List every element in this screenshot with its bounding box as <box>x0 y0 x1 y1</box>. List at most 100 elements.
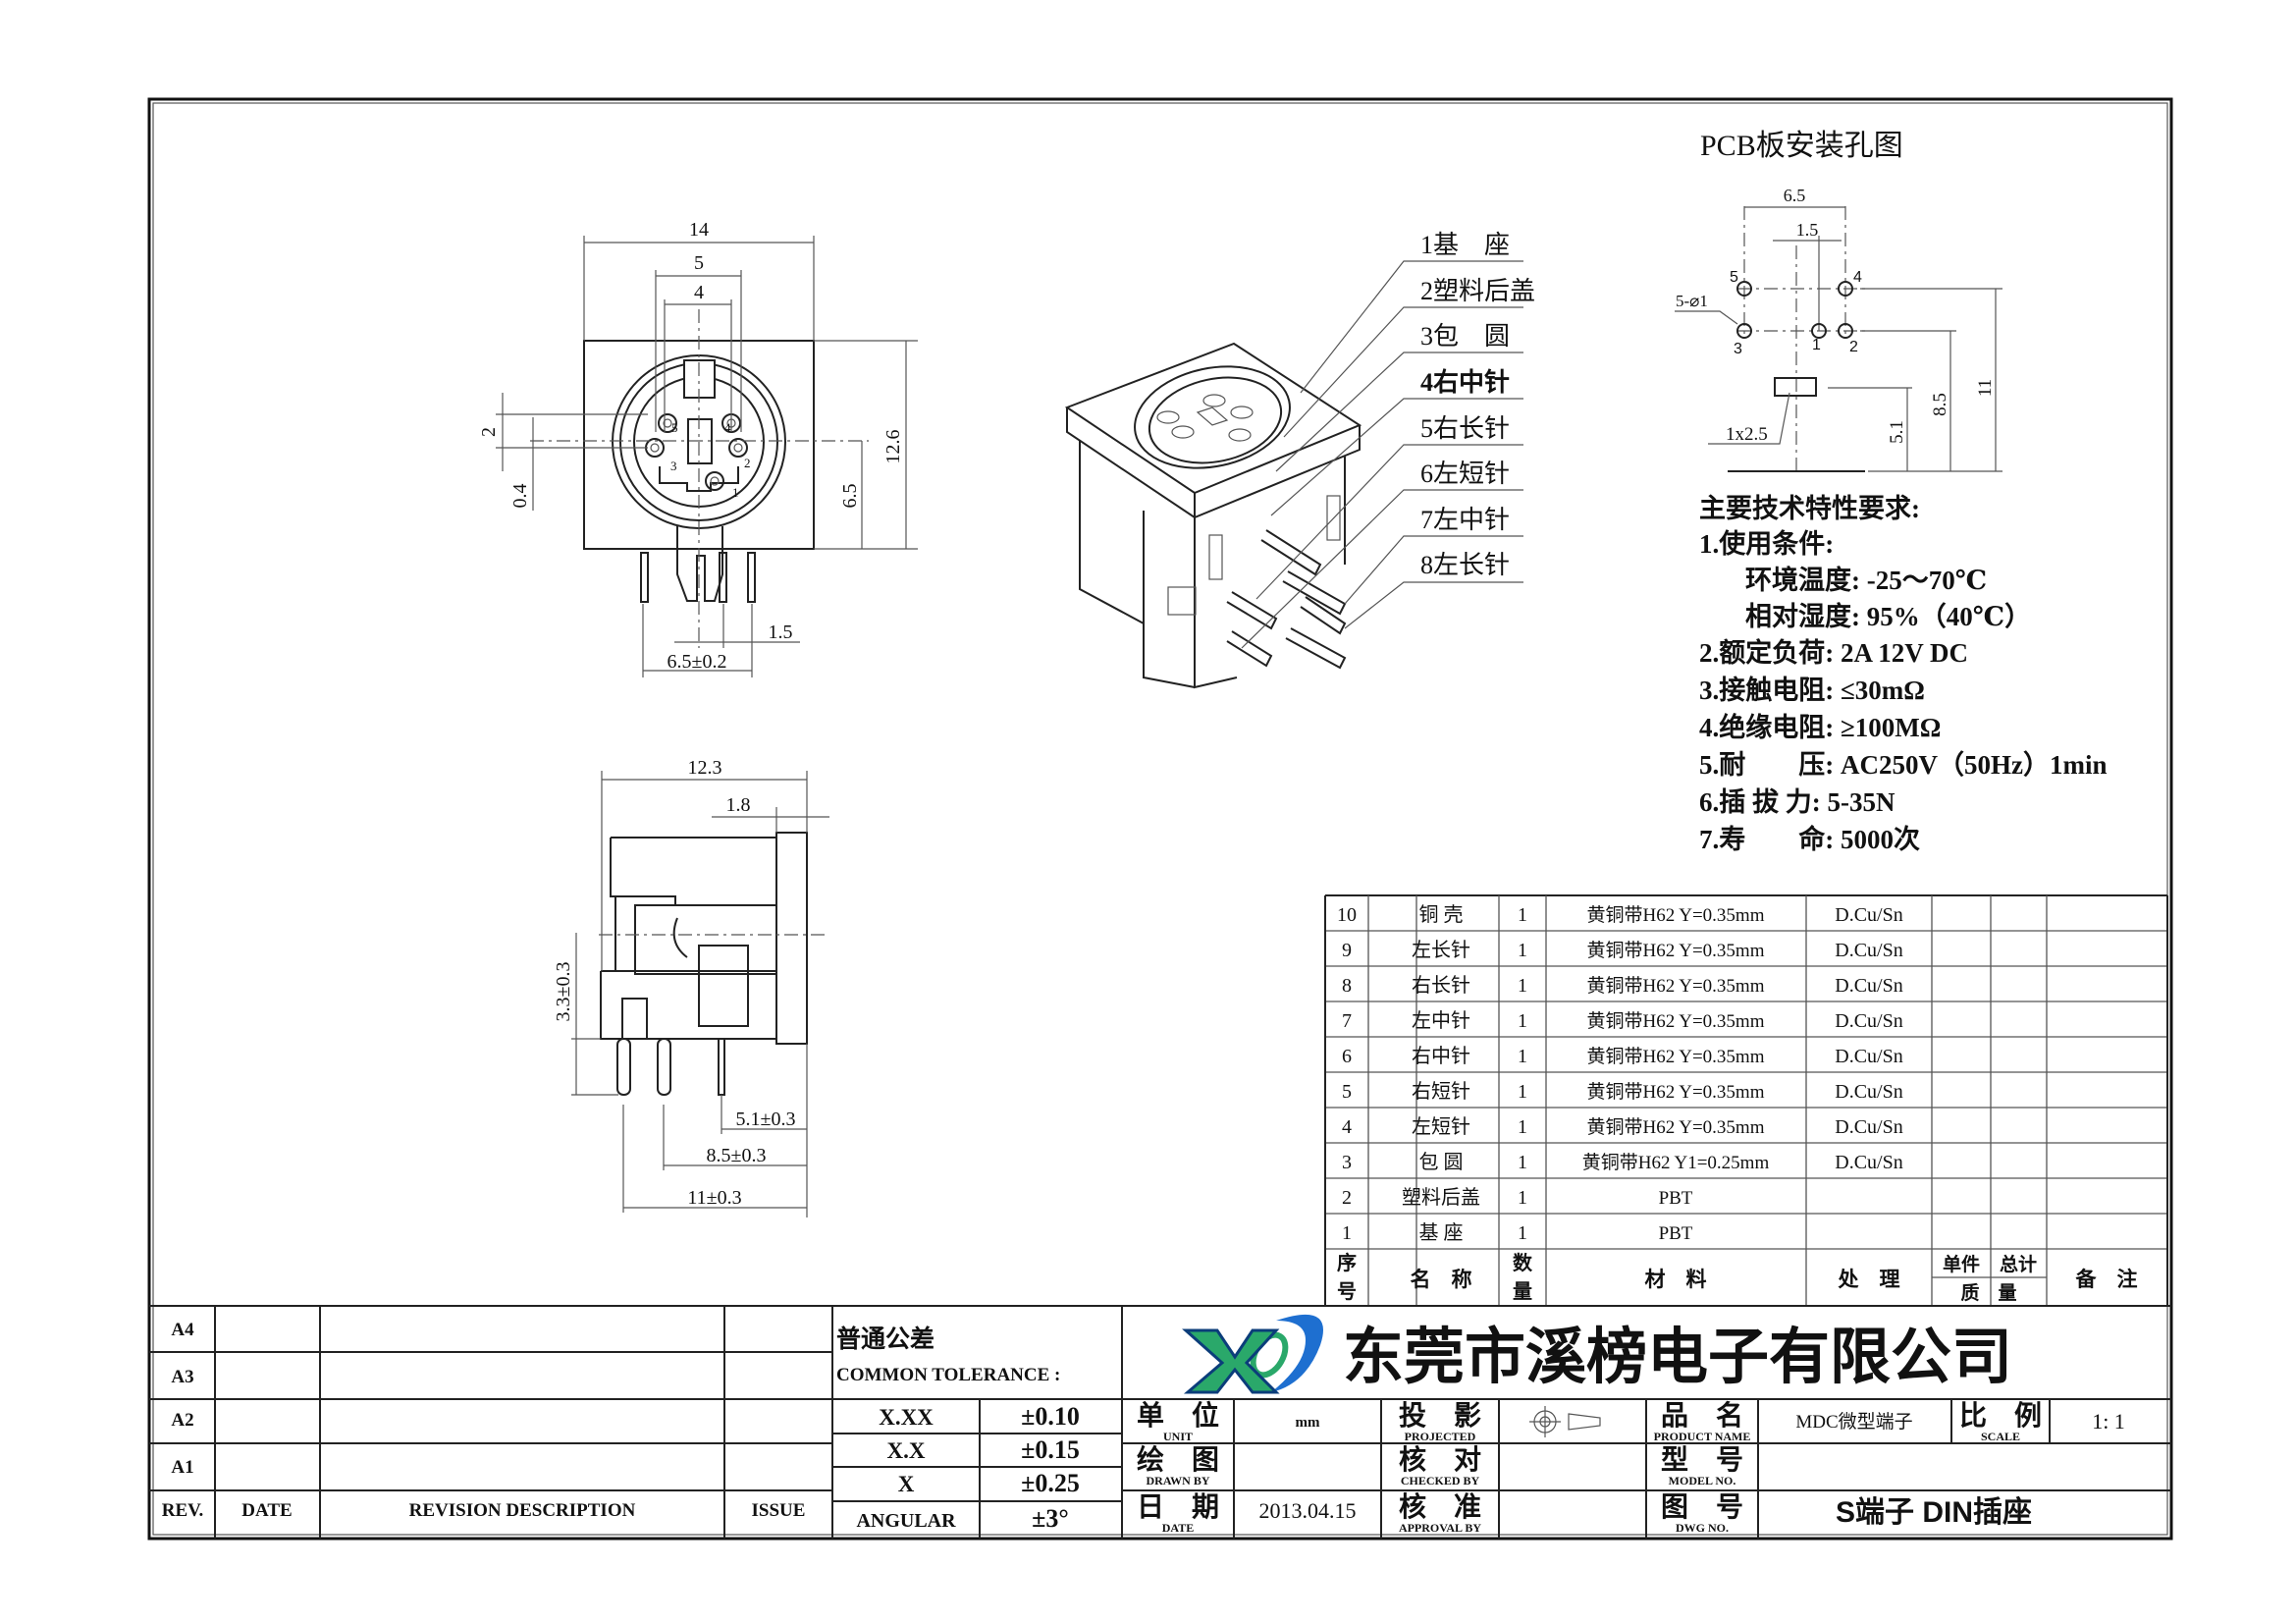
bom-cell-material: 黄铜带H62 Y=0.35mm <box>1586 1081 1764 1103</box>
dim-4: 4 <box>694 282 704 303</box>
dwg-no-label-en: DWG NO. <box>1676 1521 1729 1535</box>
unit-value: mm <box>1296 1415 1320 1431</box>
specs-title: 主要技术特性要求: <box>1699 494 1920 523</box>
bom-cell-material: 黄铜带H62 Y=0.35mm <box>1586 1116 1764 1138</box>
bom-cell-finish: D.Cu/Sn <box>1835 1116 1902 1138</box>
bom-cell-no: 7 <box>1342 1010 1352 1032</box>
bom-cell-name: 塑料后盖 <box>1402 1186 1480 1209</box>
bom-cell-qty: 1 <box>1518 1081 1527 1103</box>
tolerance-key: X <box>898 1472 915 1496</box>
pcb-dim-width: 6.5 <box>1784 186 1806 205</box>
spec-line: 7.寿 命: 5000次 <box>1699 824 1920 854</box>
dim-2: 2 <box>478 427 500 437</box>
bom-cell-material: PBT <box>1659 1188 1693 1209</box>
outer-frame <box>147 97 2173 1541</box>
issue-header: ISSUE <box>752 1500 806 1521</box>
bom-header-total: 总计 <box>2000 1253 2037 1275</box>
product-name-label: 品 名 <box>1661 1400 1743 1431</box>
tolerance-value: ±3° <box>1032 1504 1069 1533</box>
bom-cell-name: 包 圆 <box>1419 1151 1464 1173</box>
pcb-dim-8.5: 8.5 <box>1930 393 1950 416</box>
bom-cell-material: 黄铜带H62 Y=0.35mm <box>1586 1046 1764 1067</box>
bom-header-unit: 单件 <box>1943 1253 1980 1275</box>
bom-cell-name: 左短针 <box>1412 1115 1470 1138</box>
pin-label: 1 <box>732 485 739 500</box>
bom-cell-name: 铜 壳 <box>1419 903 1464 926</box>
bom-cell-qty: 1 <box>1518 1222 1527 1244</box>
spec-line: 1.使用条件: <box>1699 529 1834 559</box>
bom-cell-material: 黄铜带H62 Y1=0.25mm <box>1582 1152 1770 1173</box>
pcb-title: PCB板安装孔图 <box>1700 130 1903 162</box>
tolerance-title-en: COMMON TOLERANCE : <box>836 1365 1060 1385</box>
approval-by-label: 核 准 <box>1399 1491 1481 1522</box>
callout-label: 2塑料后盖 <box>1420 277 1535 305</box>
bom-cell-finish: D.Cu/Sn <box>1835 975 1902 997</box>
bom-cell-finish: D.Cu/Sn <box>1835 904 1902 926</box>
side-view <box>571 771 829 1217</box>
bom-cell-finish: D.Cu/Sn <box>1835 1046 1902 1067</box>
dim-leg: 3.3±0.3 <box>553 962 574 1022</box>
bom-cell-no: 3 <box>1342 1152 1352 1173</box>
hole-label: 4 <box>1853 269 1862 286</box>
spec-line: 5.耐 压: AC250V（50Hz）1min <box>1699 750 2107 780</box>
bom-cell-no: 1 <box>1342 1222 1352 1244</box>
hole-label: 1 <box>1812 337 1821 353</box>
bom-cell-finish: D.Cu/Sn <box>1835 1010 1902 1032</box>
dim-leg-span: 6.5±0.2 <box>667 651 727 673</box>
drawn-by-label-en: DRAWN BY <box>1146 1474 1209 1488</box>
bom-header-material: 材 料 <box>1645 1268 1707 1291</box>
rev-header: REV. <box>162 1500 203 1521</box>
pcb-dim-5.1: 5.1 <box>1887 420 1907 444</box>
tolerance-key: ANGULAR <box>856 1510 956 1532</box>
bom-cell-material: 黄铜带H62 Y=0.35mm <box>1586 975 1764 997</box>
scale-value: 1: 1 <box>2092 1409 2125 1434</box>
company-logo <box>1182 1314 1323 1394</box>
bom-cell-qty: 1 <box>1518 1187 1527 1209</box>
bom-cell-no: 4 <box>1342 1116 1352 1138</box>
callout-label: 7左中针 <box>1420 506 1510 534</box>
spec-line: 环境温度: -25～70℃ <box>1745 565 1987 595</box>
tolerance-key: X.XX <box>879 1405 934 1430</box>
bom-cell-name: 左中针 <box>1412 1009 1470 1032</box>
bom-header-remark: 备 注 <box>2075 1268 2138 1291</box>
callout-label: 1基 座 <box>1420 231 1510 259</box>
pcb-dim-11: 11 <box>1975 379 1996 397</box>
spec-line: 3.接触电阻: ≤30mΩ <box>1699 676 1925 705</box>
bom-cell-name: 基 座 <box>1419 1221 1464 1244</box>
bom-header-qty: 量 <box>1513 1280 1532 1303</box>
dim-pitch: 1.5 <box>769 622 793 643</box>
bom-header-qty: 数 <box>1513 1251 1533 1274</box>
dim-8.5: 8.5±0.3 <box>707 1145 767 1166</box>
callout-leaders <box>1241 260 1523 649</box>
bom-header-no: 序 <box>1337 1251 1357 1274</box>
bom-cell-qty: 1 <box>1518 904 1527 926</box>
bom-cell-qty: 1 <box>1518 1010 1527 1032</box>
isometric-view <box>1064 342 1362 689</box>
bom-cell-qty: 1 <box>1518 1046 1527 1067</box>
hole-label: 2 <box>1849 339 1858 355</box>
product-name-label-en: PRODUCT NAME <box>1654 1430 1751 1443</box>
product-name-value: MDC微型端子 <box>1795 1411 1912 1433</box>
bom-cell-no: 8 <box>1342 975 1352 997</box>
date-label-en: DATE <box>1162 1521 1194 1535</box>
model-no-label-en: MODEL NO. <box>1669 1474 1736 1488</box>
pcb-hole-layout <box>1675 206 2002 472</box>
bom-cell-no: 6 <box>1342 1046 1352 1067</box>
projection-symbol-icon <box>1529 1406 1601 1437</box>
hole-label: 5 <box>1730 269 1738 286</box>
front-view <box>496 236 918 677</box>
date-label: 日 期 <box>1137 1491 1219 1522</box>
bom-cell-qty: 1 <box>1518 940 1527 961</box>
scale-label: 比 例 <box>1959 1400 2042 1431</box>
date-value: 2013.04.15 <box>1259 1498 1357 1523</box>
pcb-dim-slot: 1x2.5 <box>1726 424 1768 445</box>
bom-cell-material: 黄铜带H62 Y=0.35mm <box>1586 904 1764 926</box>
pcb-dim-pitch: 1.5 <box>1796 220 1819 240</box>
dim-width: 14 <box>689 219 709 241</box>
projected-label-en: PROJECTED <box>1405 1430 1476 1443</box>
bom-header-mass: 质 量 <box>1960 1282 2016 1304</box>
bom-cell-no: 10 <box>1337 904 1357 926</box>
tolerance-title-cn: 普通公差 <box>836 1325 934 1353</box>
bom-cell-qty: 1 <box>1518 1116 1527 1138</box>
bom-header-no: 号 <box>1337 1280 1357 1303</box>
